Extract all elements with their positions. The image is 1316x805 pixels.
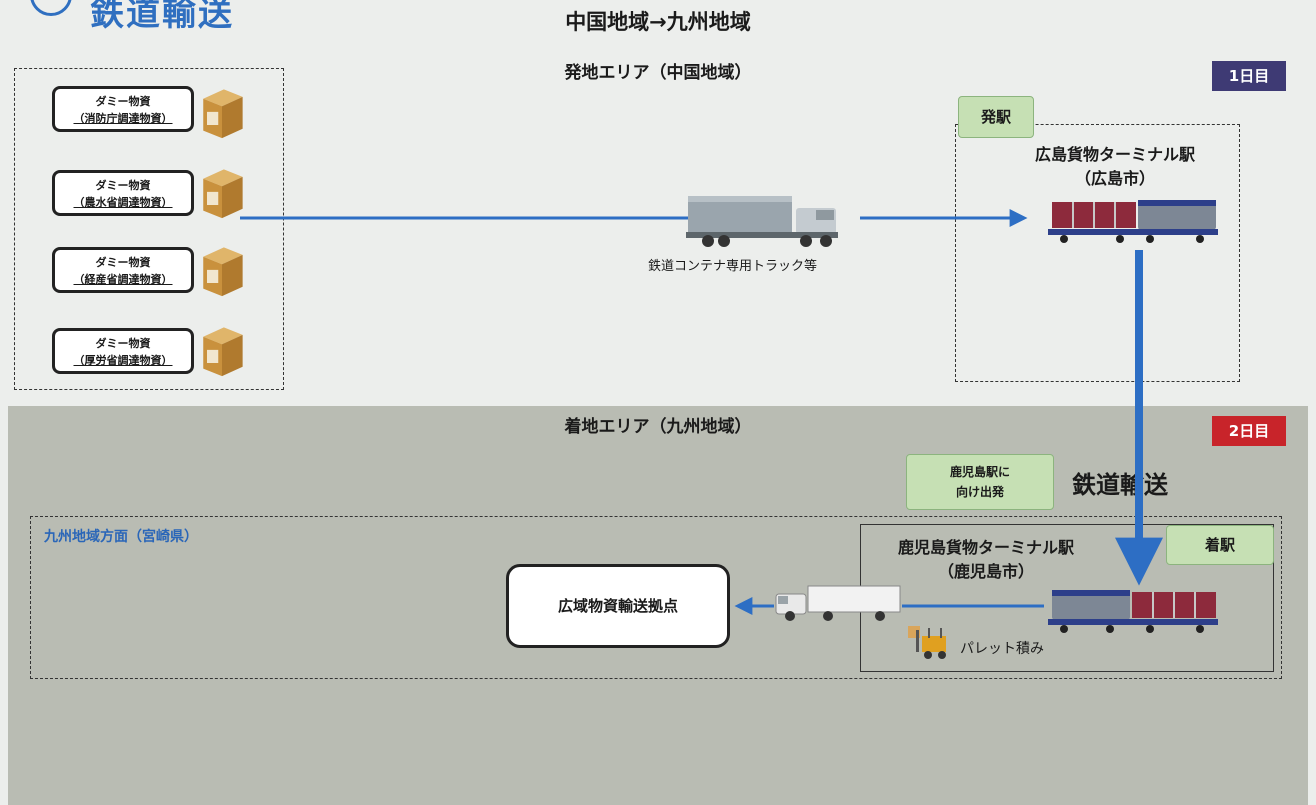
regional-hub-box: 広域物資輸送拠点 bbox=[506, 564, 730, 648]
truck-caption: 鉄道コンテナ専用トラック等 bbox=[648, 259, 818, 274]
freight-train-icon bbox=[1048, 590, 1218, 633]
station-city: （広島市） bbox=[1074, 169, 1155, 188]
supply-source: （消防庁調達物資） bbox=[73, 112, 173, 125]
page-title: 鉄道輸送 bbox=[90, 0, 234, 34]
route-title: 中国地域→九州地域 bbox=[565, 10, 751, 34]
supply-label: ダミー物資 （厚労省調達物資） bbox=[52, 328, 194, 374]
note-line: 鹿児島駅に bbox=[949, 465, 1010, 479]
supply-name: ダミー物資 bbox=[95, 95, 151, 108]
station-name: 広島貨物ターミナル駅 bbox=[1034, 145, 1195, 164]
forklift-icon bbox=[908, 626, 946, 659]
cardboard-box-icon bbox=[203, 327, 243, 377]
departure-station-name: 広島貨物ターミナル駅 （広島市） bbox=[1010, 143, 1220, 191]
origin-area-label: 発地エリア（中国地域） bbox=[564, 63, 752, 83]
kyushu-region-label: 九州地域方面（宮崎県） bbox=[44, 529, 198, 545]
cardboard-box-icon bbox=[203, 89, 243, 139]
freight-train-icon bbox=[1048, 200, 1218, 243]
pallet-caption: パレット積み bbox=[960, 641, 1044, 657]
departure-station-tag: 発駅 bbox=[958, 96, 1034, 138]
day1-badge: 1日目 bbox=[1212, 61, 1286, 91]
destination-area-label: 着地エリア（九州地域） bbox=[564, 417, 752, 437]
kyushu-region-box bbox=[30, 516, 1282, 679]
supply-name: ダミー物資 bbox=[95, 179, 151, 192]
arrival-station-tag: 着駅 bbox=[1166, 525, 1274, 565]
supply-source: （厚労省調達物資） bbox=[73, 354, 173, 367]
supply-source: （農水省調達物資） bbox=[73, 196, 173, 209]
supply-source: （経産省調達物資） bbox=[73, 273, 173, 286]
cardboard-box-icon bbox=[203, 247, 243, 297]
cardboard-box-icon bbox=[203, 169, 243, 219]
station-name: 鹿児島貨物ターミナル駅 bbox=[897, 538, 1074, 557]
supply-name: ダミー物資 bbox=[95, 256, 151, 269]
arrival-station-name: 鹿児島貨物ターミナル駅 （鹿児島市） bbox=[866, 536, 1106, 584]
supply-name: ダミー物資 bbox=[95, 337, 151, 350]
station-city: （鹿児島市） bbox=[937, 562, 1034, 581]
departure-note: 鹿児島駅に 向け出発 bbox=[906, 454, 1054, 510]
supply-label: ダミー物資 （消防庁調達物資） bbox=[52, 86, 194, 132]
supplies-group bbox=[14, 68, 284, 390]
supply-label: ダミー物資 （農水省調達物資） bbox=[52, 170, 194, 216]
day2-badge: 2日目 bbox=[1212, 416, 1286, 446]
supply-label: ダミー物資 （経産省調達物資） bbox=[52, 247, 194, 293]
rail-transport-label: 鉄道輸送 bbox=[1072, 471, 1168, 499]
trailer-truck-icon bbox=[775, 585, 901, 621]
departure-station-box bbox=[955, 124, 1240, 382]
container-truck-icon bbox=[686, 196, 838, 247]
note-line: 向け出発 bbox=[955, 485, 1004, 499]
